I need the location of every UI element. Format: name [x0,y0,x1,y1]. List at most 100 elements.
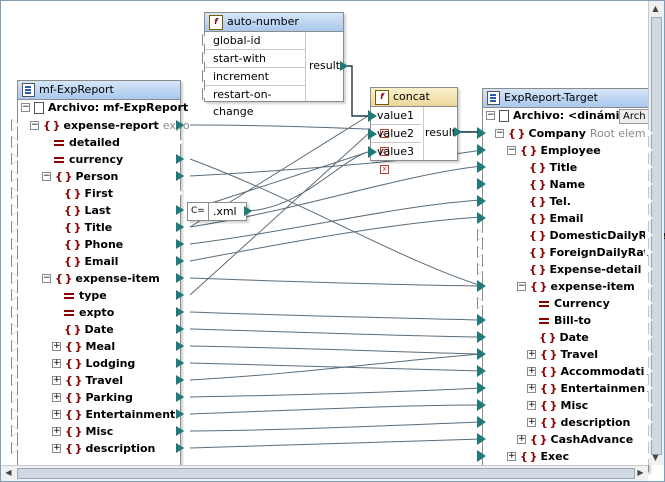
connector-port[interactable] [11,357,20,369]
concat-input-port[interactable] [368,110,377,122]
expand-toggle-icon[interactable]: + [527,400,536,410]
tree-node[interactable]: { }Tel. [529,193,571,210]
connector-port[interactable] [477,314,486,326]
archive-button[interactable]: Arch [619,109,650,124]
connector-port[interactable] [175,204,184,216]
expand-toggle-icon[interactable]: + [527,349,536,359]
connector-port[interactable] [11,255,20,267]
connector-port[interactable] [11,153,20,165]
connector-port[interactable] [644,246,653,258]
connector-port[interactable] [11,272,20,284]
connector-port[interactable] [11,340,20,352]
tree-node[interactable]: Bill-to [539,312,591,329]
target-component[interactable]: ExpReport-Target −Archivo: <dinámico>−{ … [482,88,665,472]
connector-port[interactable] [11,170,20,182]
connector-port[interactable] [11,425,20,437]
connector-port[interactable] [202,70,211,82]
connector-port[interactable] [644,416,653,428]
tree-node[interactable]: +{ }Travel [52,372,123,389]
connector-port[interactable] [644,331,653,343]
connector-port[interactable] [644,161,653,173]
connector-port[interactable] [477,416,486,428]
tree-node[interactable]: +{ }Misc [52,423,113,440]
collapse-toggle-icon[interactable]: − [507,145,516,155]
collapse-toggle-icon[interactable]: − [486,110,495,120]
connector-port[interactable] [644,399,653,411]
scroll-down-icon[interactable]: ▼ [652,453,659,462]
connector-port[interactable] [477,246,486,258]
tree-node[interactable]: { }Expense-detail [529,261,641,278]
connector-port[interactable] [477,229,486,241]
connector-port[interactable] [477,331,486,343]
connector-port[interactable] [175,255,184,267]
connector-port[interactable] [477,178,486,190]
connector-port[interactable] [644,348,653,360]
horizontal-scrollbar[interactable]: ◀ ▶ [1,465,648,481]
tree-node[interactable]: type [64,287,107,304]
tree-node[interactable]: +{ }Exec [507,448,569,465]
connector-port[interactable] [175,238,184,250]
connector-port[interactable] [644,450,653,462]
tree-node[interactable]: +{ }Meal [52,338,115,355]
tree-node[interactable]: +{ }Parking [52,389,133,406]
connector-port[interactable] [477,212,486,224]
connector-port[interactable] [644,263,653,275]
tree-node[interactable]: +{ }description [52,440,155,457]
connector-port[interactable] [477,382,486,394]
tree-node[interactable]: { }Email [529,210,583,227]
connector-port[interactable] [11,374,20,386]
output-result[interactable]: result [309,59,340,72]
expand-toggle-icon[interactable]: + [52,392,61,402]
remove-input-icon[interactable]: x [380,146,389,156]
tree-node[interactable]: { }Date [539,329,589,346]
connector-port[interactable] [175,323,184,335]
source-title-bar[interactable]: mf-ExpReport [18,81,180,100]
remove-input-icon[interactable]: x [380,128,389,138]
auto-number-title-bar[interactable]: f auto-number [205,13,343,32]
connector-port[interactable] [175,272,184,284]
connector-port[interactable] [644,212,653,224]
connector-port[interactable] [175,119,184,131]
tree-node[interactable]: +{ }Accommodation [527,363,660,380]
expand-toggle-icon[interactable]: + [52,443,61,453]
tree-node[interactable]: +{ }Misc [527,397,588,414]
input-increment[interactable]: increment [205,68,305,86]
tree-node[interactable]: { }DomesticDailyRate [529,227,665,244]
expand-toggle-icon[interactable]: + [52,358,61,368]
tree-node[interactable]: +{ }CashAdvance [517,431,633,448]
connector-port[interactable] [202,52,211,64]
concat-input-port[interactable] [368,146,377,158]
connector-port[interactable] [11,221,20,233]
connector-port[interactable] [11,119,20,131]
target-title-bar[interactable]: ExpReport-Target [483,89,648,108]
expand-toggle-icon[interactable]: + [52,409,61,419]
tree-node[interactable]: { }Title [529,159,577,176]
constant-xml[interactable]: C= .xml [187,202,247,221]
scroll-up-icon[interactable]: ▲ [652,4,659,13]
constant-output-port[interactable] [243,205,252,217]
connector-port[interactable] [644,365,653,377]
connector-port[interactable] [477,365,486,377]
connector-port[interactable] [175,221,184,233]
output-result[interactable]: result [425,126,456,139]
connector-port[interactable] [644,127,653,139]
archive-row[interactable]: −Archivo: mf-ExpReport [21,99,188,116]
input-global-id[interactable]: global-id [205,32,305,50]
expand-toggle-icon[interactable]: + [527,383,536,393]
connector-port[interactable] [477,195,486,207]
tree-node[interactable]: expto [64,304,114,321]
tree-node[interactable]: { }Phone [64,236,123,253]
tree-node[interactable]: −{ }Employee [507,142,601,159]
connector-port[interactable] [11,136,20,148]
tree-node[interactable]: +{ }Entertainment [52,406,175,423]
connector-port[interactable] [11,442,20,454]
expand-toggle-icon[interactable]: + [52,341,61,351]
connector-port[interactable] [644,297,653,309]
tree-node[interactable]: +{ }Lodging [52,355,135,372]
tree-node[interactable]: { }Date [64,321,114,338]
auto-number-output-port[interactable] [339,60,348,72]
expand-toggle-icon[interactable]: + [52,375,61,385]
scroll-right-icon[interactable]: ▶ [637,468,644,477]
tree-node[interactable]: +{ }description [527,414,630,431]
